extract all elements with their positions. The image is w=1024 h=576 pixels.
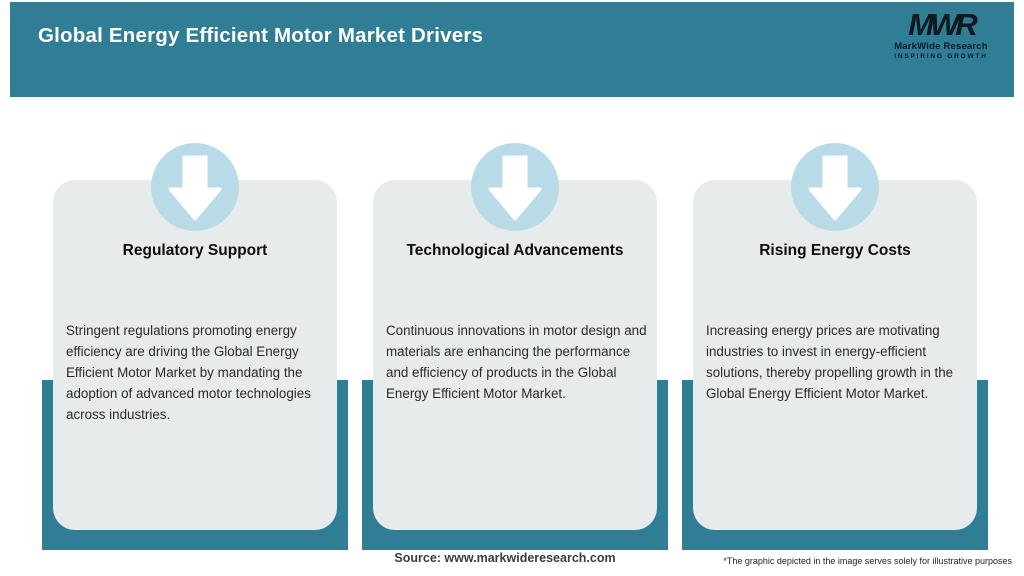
card-description: Stringent regulations promoting energy e… (66, 323, 311, 422)
logo-monogram: MWR (908, 7, 977, 42)
card-description: Increasing energy prices are motivating … (706, 323, 954, 401)
driver-card-technological-advancements: Technological Advancements Continuous in… (373, 180, 657, 530)
header-bar: Global Energy Efficient Motor Market Dri… (10, 2, 1014, 97)
card-title: Technological Advancements (406, 242, 624, 259)
card-title: Regulatory Support (122, 242, 268, 259)
logo-tagline: INSPIRING GROWTH (894, 52, 988, 60)
card-title: Rising Energy Costs (759, 242, 911, 259)
logo-name: MarkWide Research (894, 41, 988, 52)
card-description: Continuous innovations in motor design a… (386, 323, 647, 401)
driver-card-regulatory-support: Regulatory Support Stringent regulations… (53, 180, 337, 530)
disclaimer-text: *The graphic depicted in the image serve… (723, 556, 1012, 566)
source-text: Source: www.markwideresearch.com (394, 551, 616, 565)
down-arrow-icon (471, 143, 559, 231)
markwide-research-logo: MWR MarkWide Research INSPIRING GROWTH (882, 9, 1000, 60)
down-arrow-icon (151, 143, 239, 231)
driver-card-rising-energy-costs: Rising Energy Costs Increasing energy pr… (693, 180, 977, 530)
down-arrow-icon (791, 143, 879, 231)
page-title: Global Energy Efficient Motor Market Dri… (38, 24, 484, 47)
